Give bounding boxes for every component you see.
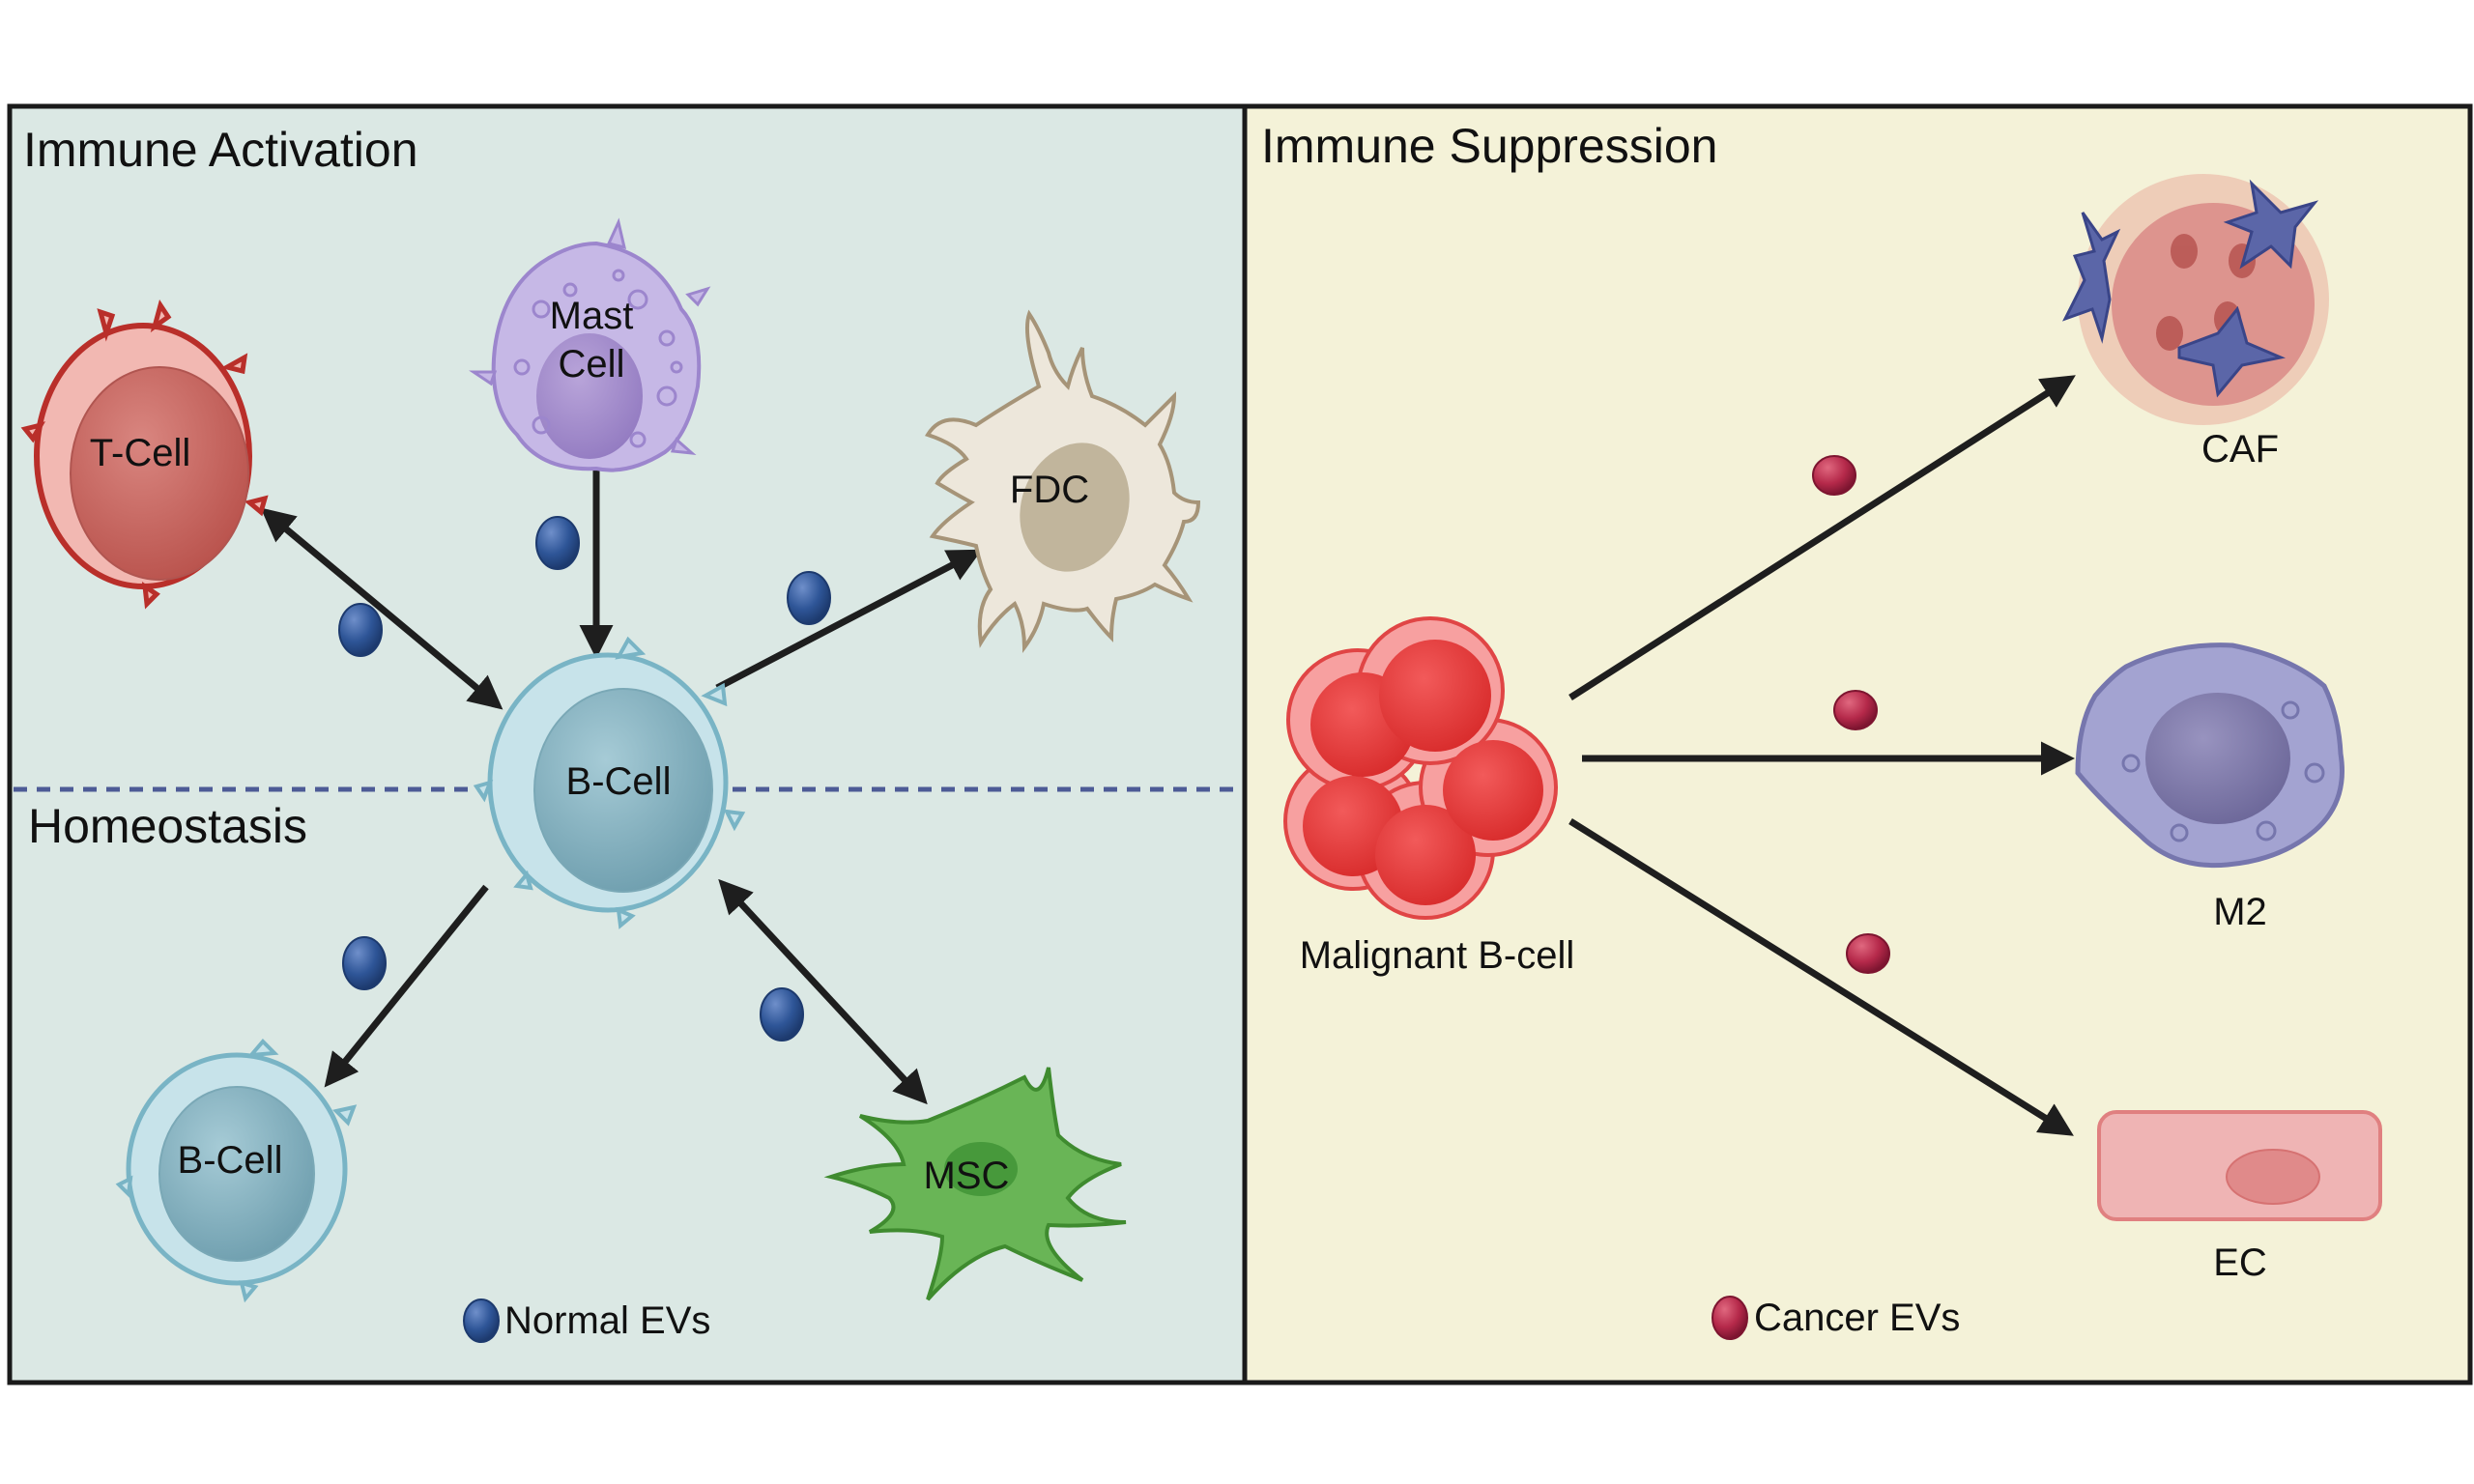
caf-cluster: CAF — [2061, 174, 2329, 471]
fdc-label: FDC — [1010, 469, 1089, 511]
b-cell-lower: B-Cell — [115, 1039, 358, 1303]
arrow-malignant-ec — [1568, 818, 2074, 1136]
b-cell-central-label: B-Cell — [566, 760, 672, 803]
cancer-evs-legend-label: Cancer EVs — [1754, 1297, 1960, 1339]
cancer-evs-legend: Cancer EVs — [1712, 1296, 1960, 1340]
cancer-ev-particles — [1812, 455, 1890, 974]
immune-activation-title: Immune Activation — [23, 123, 418, 177]
cancer-ev-legend-icon — [1712, 1296, 1748, 1340]
t-cell: T-Cell — [20, 300, 269, 610]
normal-ev — [760, 987, 804, 1042]
m2-label: M2 — [2213, 891, 2267, 933]
fdc-cell: FDC — [925, 309, 1201, 654]
msc-cell: MSC — [823, 1067, 1127, 1301]
cancer-ev — [1846, 933, 1890, 974]
ec-label: EC — [2213, 1241, 2267, 1284]
arrow-bcell-fdc — [715, 549, 983, 692]
ec-cell: EC — [2097, 1110, 2382, 1284]
normal-ev — [787, 571, 831, 625]
t-cell-label: T-Cell — [90, 432, 190, 474]
normal-ev-particles — [338, 516, 831, 1042]
cancer-ev — [1812, 455, 1856, 496]
normal-evs-legend-label: Normal EVs — [504, 1299, 710, 1342]
cancer-ev — [1833, 690, 1878, 730]
malignant-b-cell-label: Malignant B-cell — [1300, 934, 1575, 977]
mast-cell: Mast Cell — [469, 217, 711, 472]
arrow-malignant-caf — [1568, 375, 2076, 700]
mast-cell-label-line2: Cell — [559, 343, 625, 385]
immune-suppression-title: Immune Suppression — [1261, 119, 1717, 173]
normal-ev — [338, 603, 383, 657]
normal-ev — [342, 936, 387, 990]
b-cell-central: B-Cell — [473, 636, 746, 929]
malignant-b-cell-cluster: Malignant B-cell — [1283, 616, 1575, 977]
arrow-bcell-bcell — [324, 884, 489, 1088]
normal-ev — [535, 516, 580, 570]
figure-frame — [7, 103, 2473, 1385]
mast-cell-label-line1: Mast — [550, 295, 634, 337]
caf-label: CAF — [2201, 428, 2279, 471]
m2-macrophage: M2 — [2075, 642, 2345, 933]
arrow-bcell-msc — [718, 878, 928, 1105]
msc-label: MSC — [924, 1155, 1010, 1197]
arrow-tcell-bcell — [260, 507, 503, 710]
normal-evs-legend: Normal EVs — [463, 1298, 710, 1343]
b-cell-lower-label: B-Cell — [178, 1139, 283, 1182]
normal-ev-legend-icon — [463, 1298, 500, 1343]
homeostasis-title: Homeostasis — [28, 799, 307, 853]
